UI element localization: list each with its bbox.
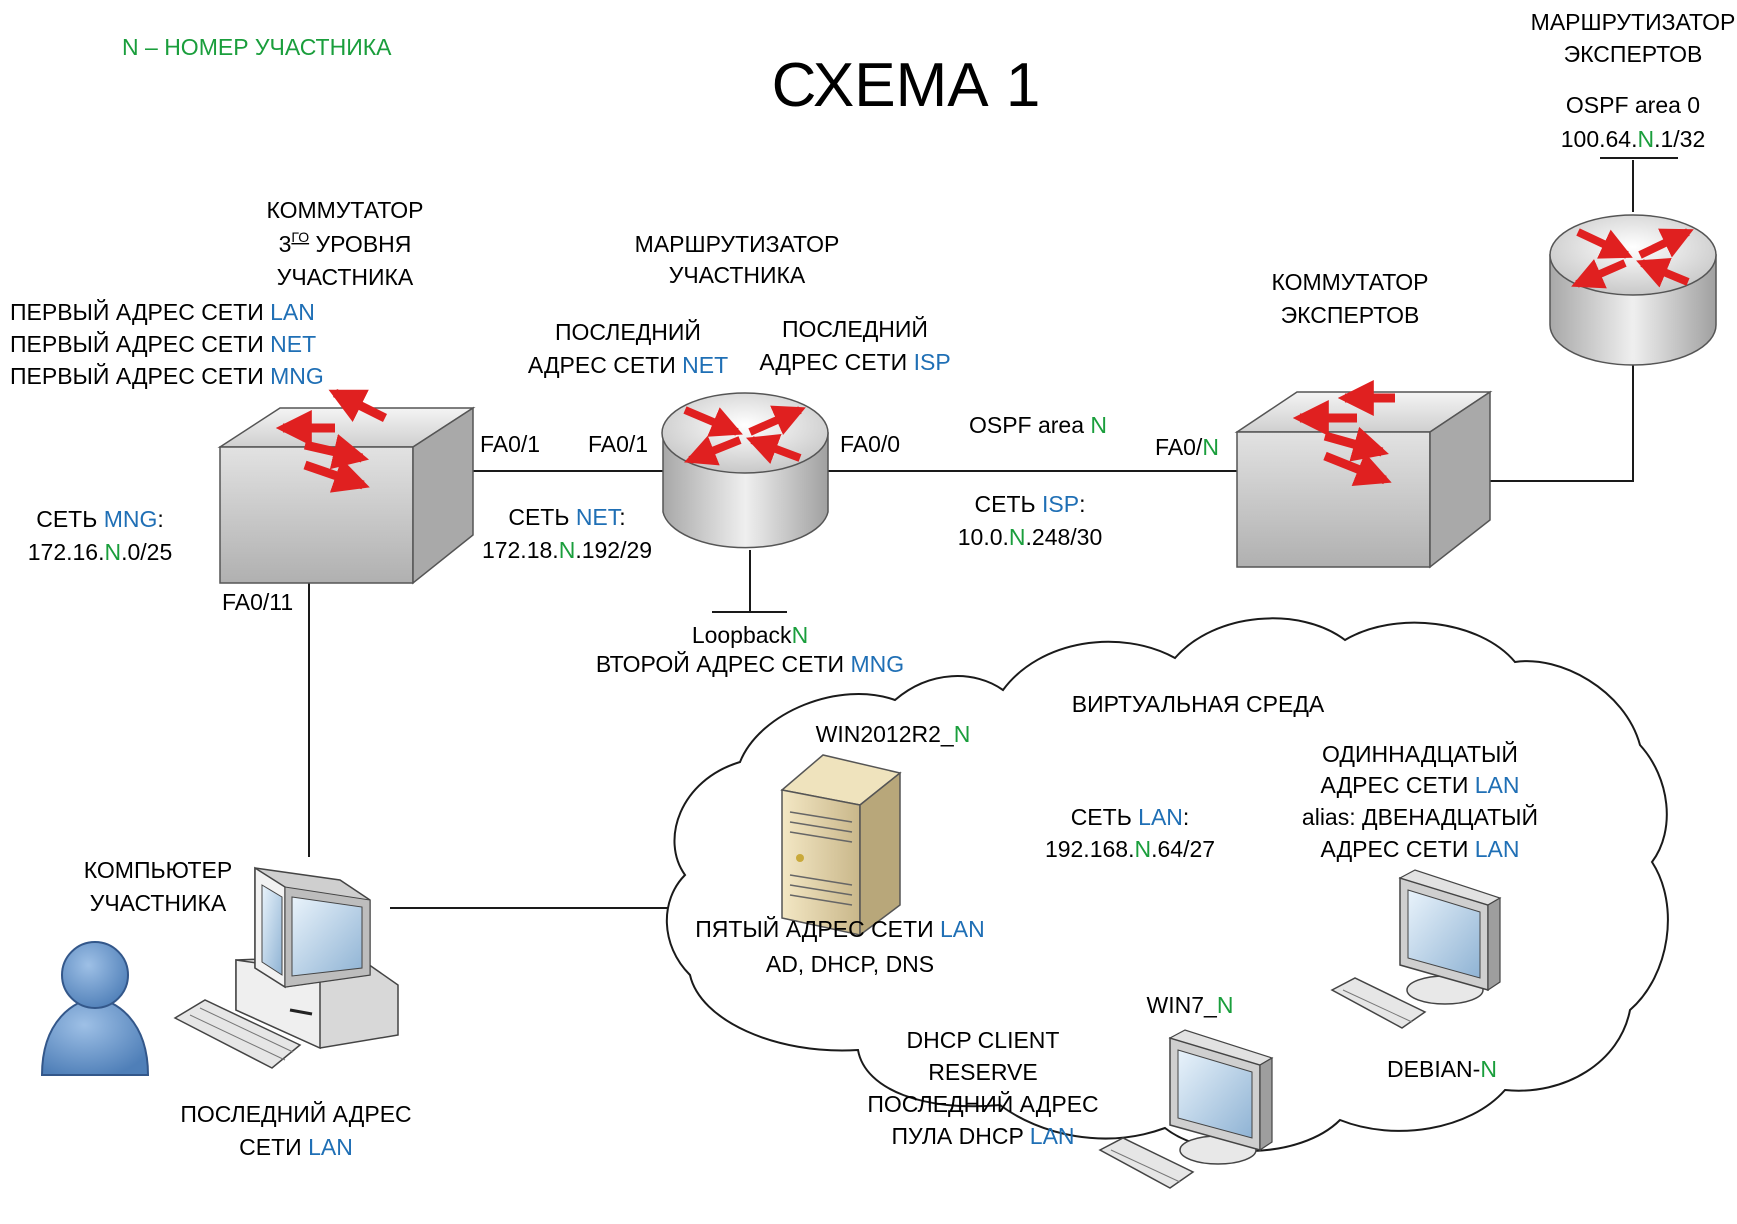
expert-router-loopback: 100.64.N.1/32 <box>1561 126 1706 152</box>
expert-switch-port: FA0/N <box>1155 434 1219 460</box>
net-net-addr: 172.18.N.192/29 <box>482 537 652 563</box>
participant-pc-icon[interactable] <box>173 866 399 1069</box>
win7-note-3: ПОСЛЕДНИЙ АДРЕС <box>867 1090 1098 1117</box>
router-port-fa01: FA0/1 <box>588 431 648 457</box>
router-label-1: МАРШРУТИЗАТОР <box>635 231 840 257</box>
debian-alias-1: alias: ДВЕНАДЦАТЫЙ <box>1302 803 1538 830</box>
link-expertswitch-expertrouter <box>1490 365 1634 482</box>
l3-switch-port-fa011: FA0/11 <box>222 589 293 615</box>
net-lan-label: СЕТЬ LAN: <box>1071 804 1190 830</box>
router-loopback: LoopbackN <box>692 622 808 648</box>
ospf-area-label: OSPF area N <box>969 412 1107 438</box>
l3-switch-label-2: 3ГО УРОВНЯ <box>279 229 412 257</box>
net-net-label: СЕТЬ NET: <box>508 504 625 530</box>
router-port-fa00: FA0/0 <box>840 431 900 457</box>
router-right-note-2: АДРЕС СЕТИ ISP <box>759 349 950 375</box>
l3-switch-label-3: УЧАСТНИКА <box>277 264 414 290</box>
win2012-name: WIN2012R2_N <box>816 721 971 747</box>
win2012-roles: AD, DHCP, DNS <box>766 951 934 977</box>
win7-note-2: RESERVE <box>928 1059 1038 1085</box>
server-win2012-icon[interactable] <box>780 754 902 937</box>
pc-debian-icon[interactable] <box>1330 869 1502 1029</box>
l3-switch-addr-mng: ПЕРВЫЙ АДРЕС СЕТИ MNG <box>10 362 324 389</box>
net-isp-label: СЕТЬ ISP: <box>975 491 1086 517</box>
l3-switch-icon[interactable] <box>217 388 476 585</box>
net-mng-label: СЕТЬ MNG: <box>36 506 164 532</box>
win2012-addr: ПЯТЫЙ АДРЕС СЕТИ LAN <box>695 915 985 942</box>
win7-note-4: ПУЛА DHCP LAN <box>891 1123 1074 1149</box>
l3-switch-addr-lan: ПЕРВЫЙ АДРЕС СЕТИ LAN <box>10 298 315 325</box>
l3-switch-addr-net: ПЕРВЫЙ АДРЕС СЕТИ NET <box>10 330 316 357</box>
legend-text: N – НОМЕР УЧАСТНИКА <box>122 34 392 60</box>
expert-switch-label-1: КОММУТАТОР <box>1271 269 1428 295</box>
router-left-note-1: ПОСЛЕДНИЙ <box>555 318 701 345</box>
participant-router-icon[interactable] <box>661 392 829 549</box>
diagram-title: СХЕМА 1 <box>772 51 1041 120</box>
l3-switch-label-1: КОММУТАТОР <box>266 197 423 223</box>
user-icon <box>40 941 150 1076</box>
net-mng-addr: 172.16.N.0/25 <box>28 539 173 565</box>
router-label-2: УЧАСТНИКА <box>669 262 806 288</box>
cloud-label: ВИРТУАЛЬНАЯ СРЕДА <box>1072 691 1325 717</box>
debian-addr-2: АДРЕС СЕТИ LAN <box>1320 772 1519 798</box>
participant-pc-addr-1: ПОСЛЕДНИЙ АДРЕС <box>180 1100 411 1127</box>
debian-name: DEBIAN-N <box>1387 1056 1497 1082</box>
expert-switch-label-2: ЭКСПЕРТОВ <box>1281 302 1420 328</box>
expert-router-label-1: МАРШРУТИЗАТОР <box>1531 9 1736 35</box>
router-right-note-1: ПОСЛЕДНИЙ <box>782 315 928 342</box>
router-left-note-2: АДРЕС СЕТИ NET <box>528 352 728 378</box>
router-loopback-addr: ВТОРОЙ АДРЕС СЕТИ MNG <box>596 650 904 677</box>
links <box>308 157 1678 909</box>
l3-switch-port-fa01: FA0/1 <box>480 431 540 457</box>
expert-router-label-2: ЭКСПЕРТОВ <box>1564 41 1703 67</box>
participant-pc-label-1: КОМПЬЮТЕР <box>84 857 233 883</box>
expert-switch-icon[interactable] <box>1234 380 1493 569</box>
expert-router-ospf: OSPF area 0 <box>1566 92 1700 118</box>
win7-name: WIN7_N <box>1147 992 1234 1018</box>
net-isp-addr: 10.0.N.248/30 <box>958 524 1103 550</box>
participant-pc-addr-2: СЕТИ LAN <box>239 1134 353 1160</box>
expert-router-icon[interactable] <box>1549 214 1717 366</box>
participant-pc-label-2: УЧАСТНИКА <box>90 890 227 916</box>
net-lan-addr: 192.168.N.64/27 <box>1045 836 1215 862</box>
debian-alias-2: АДРЕС СЕТИ LAN <box>1320 836 1519 862</box>
labels: N – НОМЕР УЧАСТНИКА СХЕМА 1 МАРШРУТИЗАТО… <box>10 9 1735 1160</box>
pc-win7-icon[interactable] <box>1098 1029 1274 1189</box>
win7-note-1: DHCP CLIENT <box>907 1027 1060 1053</box>
debian-addr-1: ОДИННАДЦАТЫЙ <box>1322 740 1518 767</box>
